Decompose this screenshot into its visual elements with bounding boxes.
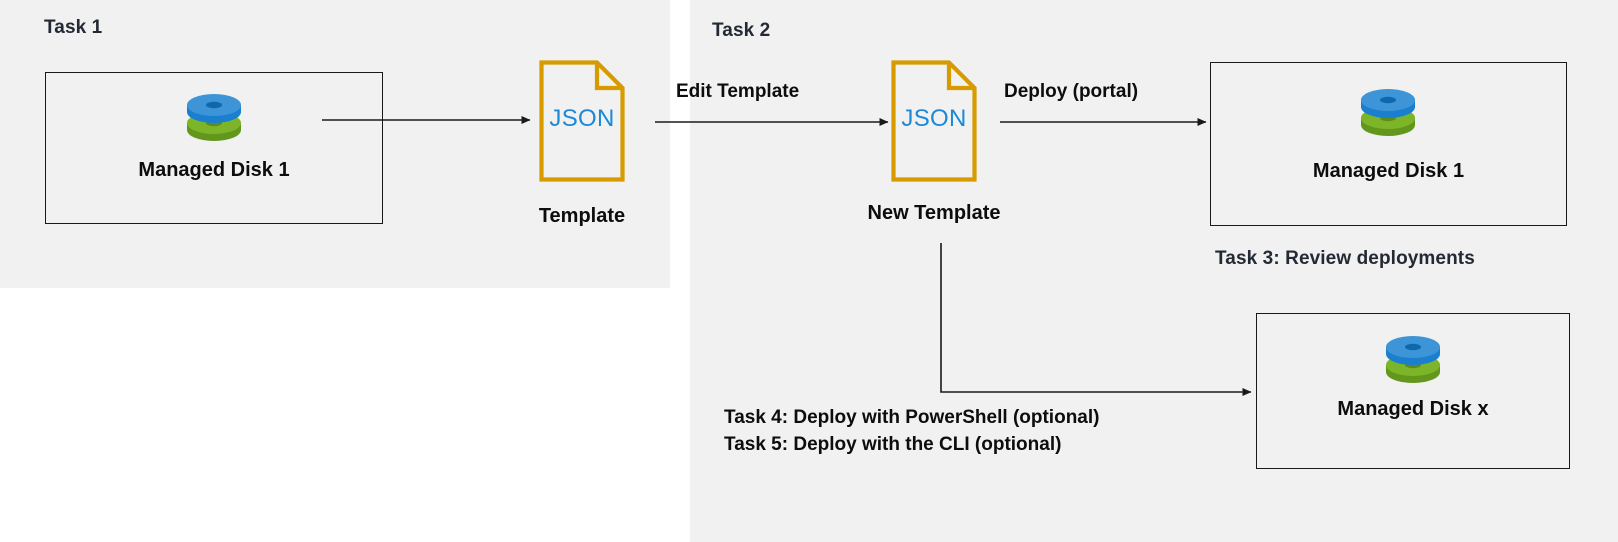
task1-panel xyxy=(0,0,670,288)
json-document-text: JSON xyxy=(549,105,615,132)
task1-heading: Task 1 xyxy=(44,17,103,38)
managed-disk-x-deployed-box xyxy=(1256,313,1570,469)
managed-disk-icon xyxy=(1382,332,1444,388)
managed-disk-1-source-box xyxy=(45,72,383,224)
managed-disk-x-deployed-label: Managed Disk x xyxy=(1337,398,1489,420)
task5-label: Task 5: Deploy with the CLI (optional) xyxy=(724,434,1062,455)
template-caption: Template xyxy=(538,205,626,227)
task2-heading: Task 2 xyxy=(712,20,771,41)
new-template-caption: New Template xyxy=(867,202,1001,224)
task3-heading: Task 3: Review deployments xyxy=(1215,248,1475,269)
managed-disk-1-deployed-label: Managed Disk 1 xyxy=(1312,160,1465,182)
deploy-portal-label: Deploy (portal) xyxy=(1004,81,1139,102)
managed-disk-1-source-label: Managed Disk 1 xyxy=(138,159,290,181)
json-document-icon: JSON xyxy=(539,60,625,182)
managed-disk-icon xyxy=(183,90,245,146)
optional-tasks-block: Task 4: Deploy with PowerShell (optional… xyxy=(724,404,1099,458)
edit-template-label: Edit Template xyxy=(676,81,800,102)
task4-label: Task 4: Deploy with PowerShell (optional… xyxy=(724,407,1100,428)
json-document-text: JSON xyxy=(901,105,967,132)
managed-disk-icon xyxy=(1357,85,1419,141)
managed-disk-1-deployed-box xyxy=(1210,62,1567,226)
json-document-icon: JSON xyxy=(891,60,977,182)
